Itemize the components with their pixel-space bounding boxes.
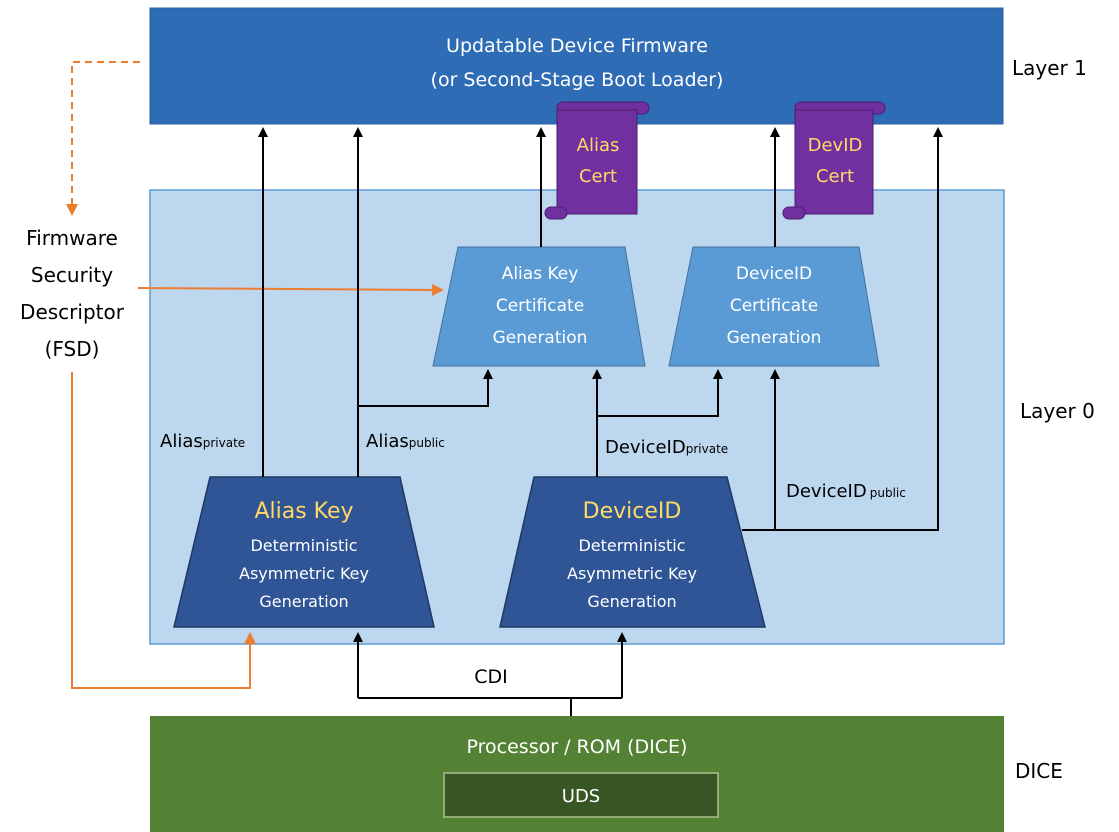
alias-key-gen-title: Alias Key: [254, 499, 353, 524]
alias-key-gen-line2: Asymmetric Key: [239, 564, 369, 583]
deviceid-private-sub: private: [686, 442, 728, 456]
alias-key-cert-gen-block: [432, 246, 646, 367]
fsd-label-line1: Firmware: [26, 226, 118, 250]
fsd-to-alias-cert-gen-arrow: [137, 283, 444, 296]
deviceid-public-to-layer1-arrow: [775, 127, 943, 531]
deviceid-gen-block: [499, 476, 766, 628]
alias-cert-gen-line1: Alias Key: [502, 264, 579, 284]
cdi-stem-line: [358, 697, 622, 716]
deviceid-gen-line2: Asymmetric Key: [567, 564, 697, 583]
devid-cert-line2: Cert: [816, 166, 854, 187]
deviceid-gen-line1: Deterministic: [578, 536, 685, 555]
uds-label: UDS: [562, 786, 600, 807]
uds-box: [443, 772, 719, 818]
fsd-label-line3: Descriptor: [20, 300, 125, 324]
deviceid-private-label: DeviceIDprivate: [605, 437, 728, 458]
fsd-to-alias-key-gen-arrow: [71, 372, 256, 689]
deviceid-gen-title: DeviceID: [583, 499, 682, 524]
deviceid-cert-gen-block: [668, 246, 880, 367]
deviceid-gen-line3: Generation: [587, 592, 676, 611]
deviceid-cert-gen-line1: DeviceID: [736, 264, 812, 284]
alias-key-gen-line1: Deterministic: [250, 536, 357, 555]
deviceid-cert-gen-line2: Certificate: [730, 296, 818, 316]
alias-private-base: Alias: [160, 431, 203, 452]
cdi-label: CDI: [474, 666, 508, 688]
alias-public-to-cert-gen-arrow: [358, 369, 493, 407]
fsd-label-line4: (FSD): [45, 337, 100, 361]
deviceid-private-to-deviceid-cert-gen-arrow: [597, 369, 723, 417]
fsd-label-line2: Security: [31, 263, 113, 287]
alias-public-base: Alias: [366, 431, 409, 452]
devid-cert-line1: DevID: [808, 135, 863, 156]
alias-private-sub: private: [203, 436, 245, 450]
alias-cert-line2: Cert: [579, 166, 617, 187]
layer1-label: Layer 1: [1012, 56, 1087, 80]
alias-public-sub: public: [409, 436, 445, 450]
alias-key-gen-line3: Generation: [259, 592, 348, 611]
layer1-title-line1: Updatable Device Firmware: [446, 35, 708, 57]
firmware-to-fsd-dashed-arrow: [66, 61, 140, 216]
devid-cert-scroll: DevID Cert: [782, 101, 886, 220]
layer1-title-line2: (or Second-Stage Boot Loader): [431, 69, 724, 91]
deviceid-public-base: DeviceID: [786, 481, 867, 502]
dice-label: DICE: [1015, 759, 1063, 783]
layer0-label: Layer 0: [1020, 399, 1095, 423]
deviceid-private-base: DeviceID: [605, 437, 686, 458]
alias-public-label: Aliaspublic: [366, 431, 445, 452]
alias-cert-gen-line3: Generation: [493, 328, 588, 348]
deviceid-public-sub: public: [870, 486, 906, 500]
deviceid-cert-gen-line3: Generation: [727, 328, 822, 348]
alias-private-label: Aliasprivate: [160, 431, 245, 452]
alias-cert-line1: Alias: [577, 135, 620, 156]
dice-title: Processor / ROM (DICE): [467, 736, 688, 758]
alias-cert-gen-line2: Certificate: [496, 296, 584, 316]
alias-cert-scroll: Alias Cert: [544, 101, 650, 220]
alias-key-gen-block: [173, 476, 435, 628]
